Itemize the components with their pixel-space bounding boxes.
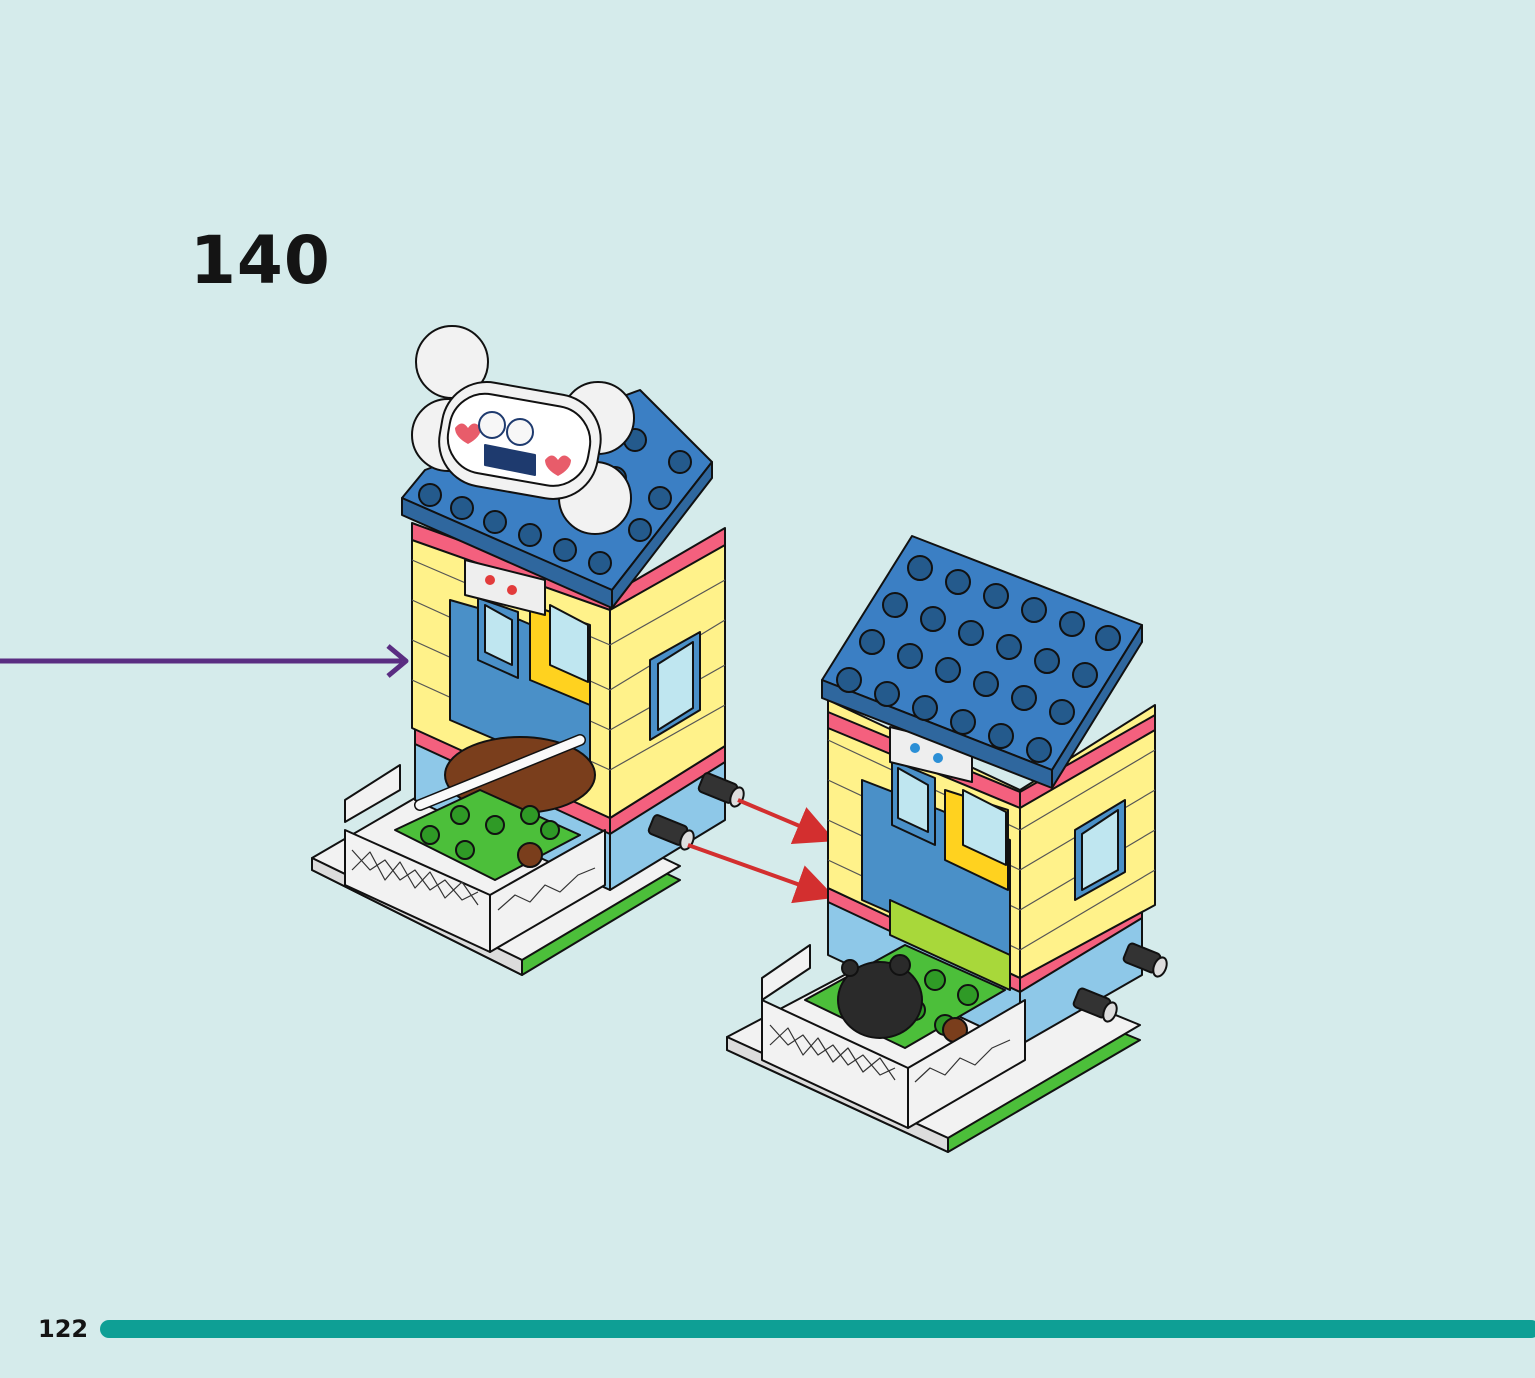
technic-pin-right-upper	[1122, 942, 1168, 978]
technic-pin-lower	[647, 814, 695, 851]
bone-sign	[411, 325, 635, 535]
paw-print-icon	[910, 743, 943, 763]
puppy-icon	[837, 954, 923, 1039]
callout-arrow-icon	[0, 644, 409, 678]
page-number: 122	[38, 1315, 89, 1343]
progress-bar	[100, 1320, 1535, 1338]
right-doghouse	[726, 535, 1168, 1153]
technic-pin-right-lower	[1072, 987, 1118, 1023]
technic-pin-upper	[697, 772, 745, 808]
left-doghouse	[311, 325, 745, 976]
bone-icon	[414, 734, 586, 811]
puppy-icon	[478, 411, 536, 476]
step-number: 140	[190, 222, 331, 299]
paw-print-icon	[485, 575, 517, 595]
attach-arrow-icon	[687, 798, 836, 904]
heart-icon	[455, 423, 571, 476]
